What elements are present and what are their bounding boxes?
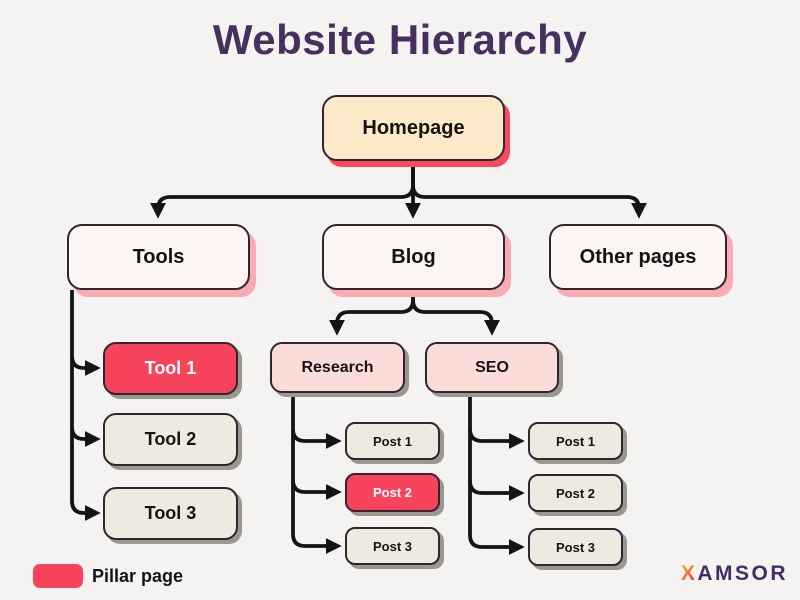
- node-tool2: Tool 2: [103, 413, 238, 466]
- connector-tools-tool2: [70, 356, 101, 447]
- connector-seo-post3: [468, 481, 525, 555]
- node-tool1: Tool 1: [103, 342, 238, 395]
- connector-homepage-tools: [150, 161, 415, 219]
- connector-homepage-other: [411, 161, 647, 219]
- xamsor-logo: XAMSOR: [681, 562, 788, 586]
- node-seo: SEO: [425, 342, 559, 393]
- legend-pillar-label: Pillar page: [92, 565, 184, 586]
- node-research-post2: Post 2: [345, 473, 440, 512]
- connector-seo-post1: [468, 393, 525, 449]
- node-other-pages: Other pages: [549, 224, 727, 290]
- connector-tools-tool1: [70, 290, 101, 376]
- connector-seo-post2: [468, 429, 525, 501]
- connector-research-post2: [291, 429, 342, 500]
- node-research: Research: [270, 342, 405, 393]
- node-research-post3: Post 3: [345, 527, 440, 565]
- page-title: Website Hierarchy: [212, 16, 588, 63]
- node-seo-post3: Post 3: [528, 528, 623, 566]
- node-research-post1: Post 1: [345, 422, 440, 460]
- connector-blog-seo: [411, 290, 500, 336]
- connector-blog-research: [329, 290, 415, 336]
- connector-tools-tool3: [70, 427, 101, 521]
- legend-pillar-swatch: [33, 564, 83, 588]
- node-tools: Tools: [67, 224, 250, 290]
- node-tool3: Tool 3: [103, 487, 238, 540]
- connector-research-post1: [291, 393, 342, 449]
- node-seo-post1: Post 1: [528, 422, 623, 460]
- connector-research-post3: [291, 480, 342, 554]
- node-blog: Blog: [322, 224, 505, 290]
- node-homepage: Homepage: [322, 95, 505, 161]
- node-seo-post2: Post 2: [528, 474, 623, 512]
- legend: Pillar page: [33, 564, 183, 588]
- logo-letters-rest: AMSOR: [697, 562, 788, 585]
- logo-letter-x: X: [680, 562, 698, 585]
